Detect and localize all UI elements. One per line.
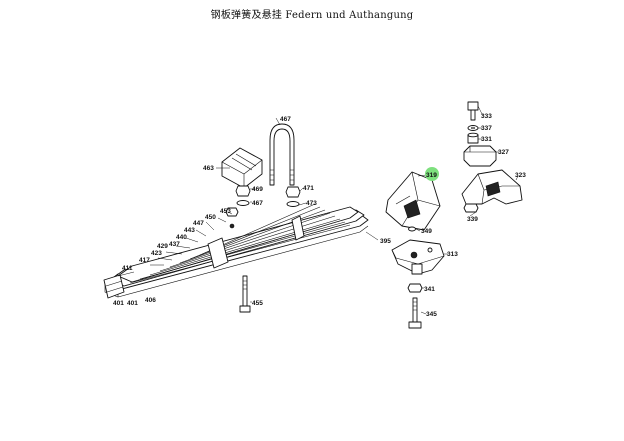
label-463[interactable]: 463 bbox=[203, 165, 214, 172]
bolt-345 bbox=[408, 297, 422, 329]
label-401-b[interactable]: 401 bbox=[127, 300, 138, 307]
label-401-a[interactable]: 401 bbox=[113, 300, 124, 307]
nuts-and-washers bbox=[225, 185, 301, 217]
label-417[interactable]: 417 bbox=[139, 257, 150, 264]
label-450[interactable]: 450 bbox=[205, 214, 216, 221]
label-339[interactable]: 339 bbox=[467, 216, 478, 223]
label-453[interactable]: 453 bbox=[220, 208, 231, 215]
spring-bracket-319 bbox=[385, 171, 441, 231]
label-455[interactable]: 455 bbox=[252, 300, 263, 307]
label-337[interactable]: 337 bbox=[481, 125, 492, 132]
shackle-plate-313 bbox=[391, 239, 445, 275]
spring-hanger-323 bbox=[461, 169, 523, 205]
bearing-bolt-349 bbox=[408, 226, 416, 232]
label-406[interactable]: 406 bbox=[145, 297, 156, 304]
highlight-marker-319 bbox=[425, 167, 439, 181]
label-443[interactable]: 443 bbox=[184, 227, 195, 234]
label-327[interactable]: 327 bbox=[498, 149, 509, 156]
label-471[interactable]: 471 bbox=[303, 185, 314, 192]
leaf-spring-pack bbox=[103, 203, 369, 299]
label-423[interactable]: 423 bbox=[151, 250, 162, 257]
rubber-block-327 bbox=[463, 145, 497, 167]
center-bolt bbox=[239, 275, 251, 313]
label-349[interactable]: 349 bbox=[421, 228, 432, 235]
label-467-ubolt[interactable]: 467 bbox=[280, 116, 291, 123]
nut-341 bbox=[407, 283, 423, 293]
label-395[interactable]: 395 bbox=[380, 238, 391, 245]
washer-339 bbox=[463, 203, 479, 213]
label-333[interactable]: 333 bbox=[481, 113, 492, 120]
label-437[interactable]: 437 bbox=[169, 241, 180, 248]
label-331[interactable]: 331 bbox=[481, 136, 492, 143]
label-473[interactable]: 473 bbox=[306, 200, 317, 207]
page-title: 钢板弹簧及悬挂 Federn und Authangung bbox=[210, 10, 414, 21]
label-467-washer[interactable]: 467 bbox=[252, 200, 263, 207]
leader-lines bbox=[117, 105, 519, 315]
label-469[interactable]: 469 bbox=[252, 186, 263, 193]
label-323[interactable]: 323 bbox=[515, 172, 526, 179]
label-429[interactable]: 429 bbox=[157, 243, 168, 250]
label-341[interactable]: 341 bbox=[424, 286, 435, 293]
label-319[interactable]: 319 bbox=[426, 172, 437, 179]
part-labels: 463 467 469 467 471 473 453 450 447 443 … bbox=[113, 113, 526, 318]
label-345[interactable]: 345 bbox=[426, 311, 437, 318]
label-313[interactable]: 313 bbox=[447, 251, 458, 258]
spring-saddle-block bbox=[221, 147, 263, 189]
bolt-333 bbox=[467, 101, 479, 121]
u-bolt bbox=[269, 123, 295, 186]
label-447[interactable]: 447 bbox=[193, 220, 204, 227]
label-440[interactable]: 440 bbox=[176, 234, 187, 241]
label-411[interactable]: 411 bbox=[122, 265, 133, 272]
washer-337 bbox=[467, 125, 479, 131]
bushing-331 bbox=[467, 132, 479, 144]
